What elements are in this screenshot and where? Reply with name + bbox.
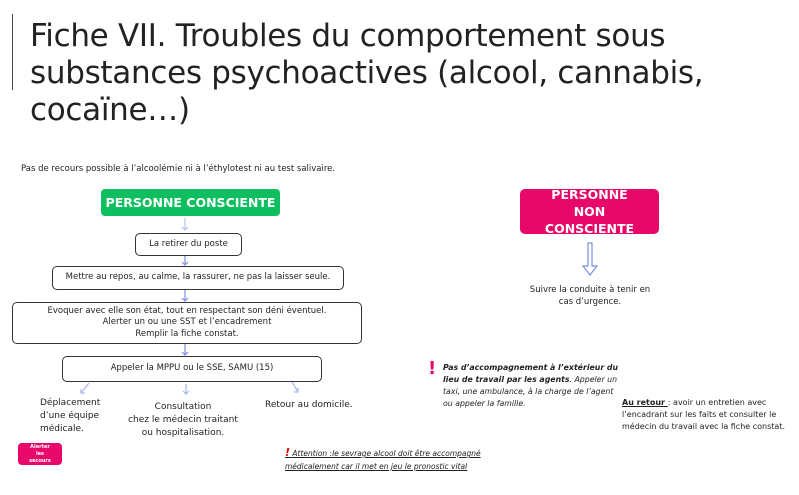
outcome-line: médicale. — [40, 424, 84, 434]
step-rest: Mettre au repos, au calme, la rassurer, … — [52, 266, 344, 290]
conscious-header: PERSONNE CONSCIENTE — [101, 189, 280, 216]
outcome-line: Déplacement — [40, 398, 101, 408]
alert-label: les — [35, 450, 45, 457]
unconscious-header: PERSONNE NON CONSCIENTE — [520, 187, 659, 236]
unconscious-header-label: PERSONNE NON CONSCIENTE — [544, 187, 635, 236]
outcome-consultation: Consultation chez le médecin traitant ou… — [113, 401, 253, 440]
hollow-arrow-down-icon — [581, 242, 599, 276]
arrow-diag-icon — [291, 381, 299, 393]
attention-line: médicalement car il met en jeu le pronos… — [285, 462, 468, 471]
escort-bold: Pas d’accompagnement à l’extérieur du li… — [443, 363, 619, 384]
intro-note: Pas de recours possible à l’alcoolémie n… — [21, 164, 336, 174]
alert-label: Alerter — [30, 443, 50, 450]
outcome-line: d’une équipe — [40, 411, 100, 421]
arrow-diag-icon — [80, 382, 90, 394]
arrow-down-icon — [181, 343, 189, 356]
warning-icon: ! — [285, 446, 291, 459]
arrow-down-icon — [181, 218, 189, 231]
step-discuss: Evoquer avec elle son état, tout en resp… — [12, 302, 362, 344]
step-remove-from-post: La retirer du poste — [135, 233, 242, 256]
escort-note: Pas d’accompagnement à l’extérieur du li… — [443, 362, 623, 410]
return-note: Au retour : avoir un entretien avec l’en… — [622, 397, 792, 433]
step-discuss-line: Evoquer avec elle son état, tout en resp… — [47, 305, 327, 316]
return-label: Au retour — [622, 398, 668, 407]
attention-note: ! Attention :le sevrage alcool doit être… — [285, 446, 515, 473]
step-alert-line: Alerter un ou une SST et l’encadrement — [102, 317, 272, 328]
warning-icon: ! — [428, 358, 437, 379]
arrow-down-icon — [182, 384, 190, 395]
step-report-line: Remplir la fiche constat. — [135, 328, 239, 339]
title-divider — [12, 14, 13, 90]
arrow-down-icon — [181, 289, 189, 302]
unconscious-instruction: Suivre la conduite à tenir en cas d’urge… — [529, 285, 651, 307]
attention-line: Attention :le sevrage alcool doit être a… — [292, 449, 481, 458]
step-call: Appeler la MPPU ou le SSE, SAMU (15) — [62, 356, 322, 382]
alert-label: secours — [29, 457, 51, 464]
outcome-line: chez le médecin traitant — [128, 415, 238, 425]
return-text: : avoir un entretien avec l’encadrant su… — [622, 398, 785, 431]
outcome-home: Retour au domicile. — [265, 400, 353, 410]
outcome-medical-team: Déplacement d’une équipe médicale. — [40, 397, 100, 436]
escort-rest: . Appeler un taxi, une ambulance, à la c… — [443, 375, 618, 408]
outcome-line: ou hospitalisation. — [141, 428, 225, 438]
page-title: Fiche VII. Troubles du comportement sous… — [30, 18, 704, 128]
outcome-line: Consultation — [154, 402, 212, 412]
